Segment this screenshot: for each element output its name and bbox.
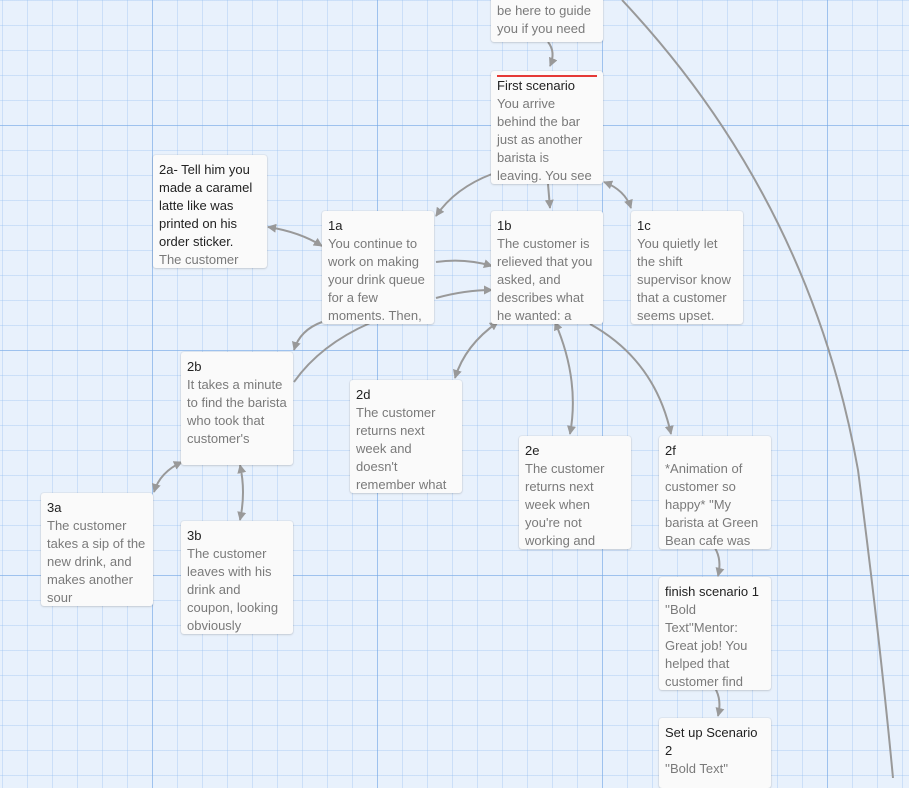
passage-title: 2f (665, 443, 676, 458)
passage-2a[interactable]: 2a- Tell him you made a caramel latte li… (153, 155, 267, 268)
passage-title: First scenario (497, 78, 576, 93)
passage-excerpt: ''Bold Text'' (665, 761, 729, 776)
passage-title: 1a (328, 218, 343, 233)
passage-excerpt: The customer leaves with his drink and c… (187, 546, 279, 633)
passage-title: 1b (497, 218, 512, 233)
link-finish1-setup2 (714, 687, 725, 717)
passage-title: Set up Scenario 2 (665, 725, 758, 758)
passage-2e[interactable]: 2e The customer returns next week when y… (519, 436, 631, 549)
passage-3b[interactable]: 3b The customer leaves with his drink an… (181, 521, 293, 634)
passage-first-scenario[interactable]: First scenario You arrive behind the bar… (491, 71, 603, 184)
passage-excerpt: It takes a minute to find the barista wh… (187, 377, 287, 446)
passage-title: 3b (187, 528, 202, 543)
passage-title: 1c (637, 218, 651, 233)
passage-title: 2e (525, 443, 540, 458)
passage-set-up-scenario-2[interactable]: Set up Scenario 2 ''Bold Text'' (659, 718, 771, 788)
link-1a-1b-lower (435, 285, 493, 299)
link-first-1a (435, 173, 493, 217)
link-1b-2d (453, 321, 499, 379)
passage-2d[interactable]: 2d The customer returns next week and do… (350, 380, 462, 493)
passage-excerpt: The customer is relieved that you asked,… (497, 236, 593, 323)
link-2a-1a (267, 223, 323, 247)
passage-title: 2a- Tell him you made a caramel latte li… (159, 161, 261, 251)
link-1b-2b (293, 322, 371, 383)
passage-excerpt: You quietly let the shift supervisor kno… (637, 236, 731, 323)
link-2f-finish1 (714, 547, 725, 577)
passage-excerpt: The customer returns next week and doesn… (356, 405, 447, 492)
passage-top[interactable]: NAME), and I'll be here to guide you if … (491, 0, 603, 42)
passage-excerpt: You arrive behind the bar just as anothe… (497, 96, 592, 183)
passage-excerpt: ''Bold Text''Mentor: Great job! You help… (665, 602, 748, 689)
passage-1a[interactable]: 1a You continue to work on making your d… (322, 211, 434, 324)
passage-2b[interactable]: 2b It takes a minute to find the barista… (181, 352, 293, 465)
link-first-1b (544, 183, 554, 209)
passage-excerpt: NAME), and I'll be here to guide you if … (497, 3, 591, 36)
link-top-first (547, 41, 558, 67)
passage-title: 3a (47, 500, 62, 515)
passage-excerpt: The customer returns next week when you'… (525, 461, 605, 548)
passage-title: 2d (356, 387, 371, 402)
passage-excerpt: *Animation of customer so happy* "My bar… (665, 461, 759, 548)
passage-2f[interactable]: 2f *Animation of customer so happy* "My … (659, 436, 771, 549)
passage-title-text: 2a- Tell him you made a caramel latte li… (159, 162, 253, 249)
passage-title: finish scenario 1 (665, 584, 759, 599)
passage-1b[interactable]: 1b The customer is relieved that you ask… (491, 211, 603, 324)
link-2b-3b (237, 464, 247, 521)
link-first-1c (603, 180, 633, 209)
link-1b-2e (554, 321, 576, 435)
passage-excerpt: You continue to work on making your drin… (328, 236, 425, 323)
passage-excerpt: The customer takes a sip of the new drin… (47, 518, 146, 605)
link-1a-1b-upper (435, 259, 493, 269)
passage-finish-scenario-1[interactable]: finish scenario 1 ''Bold Text''Mentor: G… (659, 577, 771, 690)
passage-3a[interactable]: 3a The customer takes a sip of the new d… (41, 493, 153, 606)
passage-excerpt: The customer (159, 252, 239, 267)
link-2b-3a (152, 461, 183, 493)
link-1b-2f (589, 323, 674, 435)
passage-1c[interactable]: 1c You quietly let the shift supervisor … (631, 211, 743, 324)
passage-title: 2b (187, 359, 202, 374)
link-1a-2b (292, 321, 323, 351)
